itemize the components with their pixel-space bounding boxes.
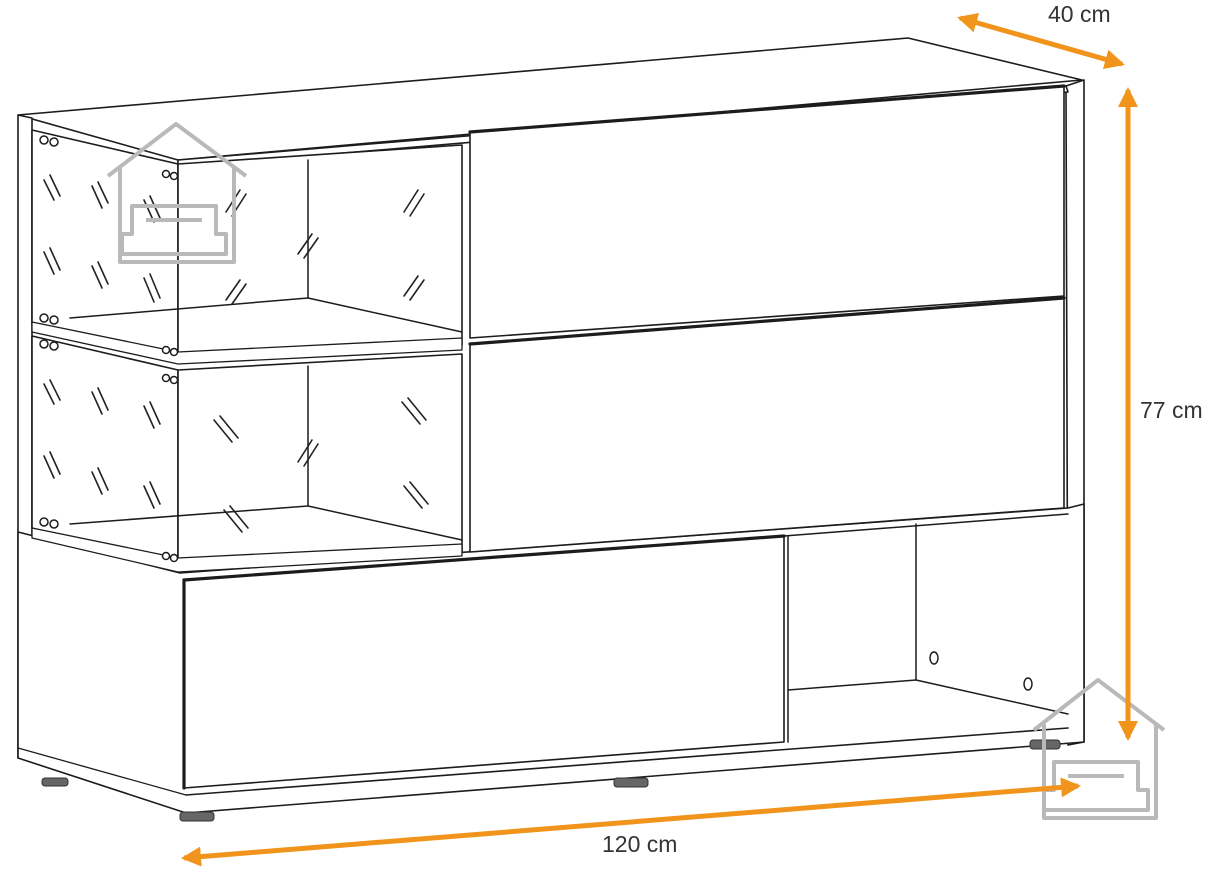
- dimension-width: 120 cm: [181, 777, 1081, 867]
- cable-hole-icon: [929, 651, 939, 665]
- glass-door-front-lower: [177, 353, 463, 567]
- open-compartment: [783, 513, 1069, 743]
- glass-reflection-marks: [43, 174, 429, 533]
- cable-hole-icon: [1023, 677, 1033, 691]
- depth-arrow: [957, 13, 1125, 69]
- depth-label: 40 cm: [1048, 1, 1111, 27]
- glass-showcase-upper: [31, 129, 463, 365]
- glass-door-side-lower: [31, 335, 179, 567]
- house-sofa-watermark-icon: [106, 122, 248, 264]
- width-arrow: [181, 777, 1081, 867]
- dimension-height: 77 cm: [1118, 87, 1203, 741]
- bottom-section: [182, 513, 1069, 790]
- door-hinges: [39, 135, 179, 563]
- glass-showcase-lower: [31, 335, 463, 573]
- width-label: 120 cm: [602, 831, 677, 857]
- drawer-fronts: [468, 84, 1066, 553]
- dimension-depth: 40 cm: [957, 1, 1125, 69]
- height-label: 77 cm: [1140, 397, 1203, 423]
- glass-door-side-upper: [31, 129, 179, 361]
